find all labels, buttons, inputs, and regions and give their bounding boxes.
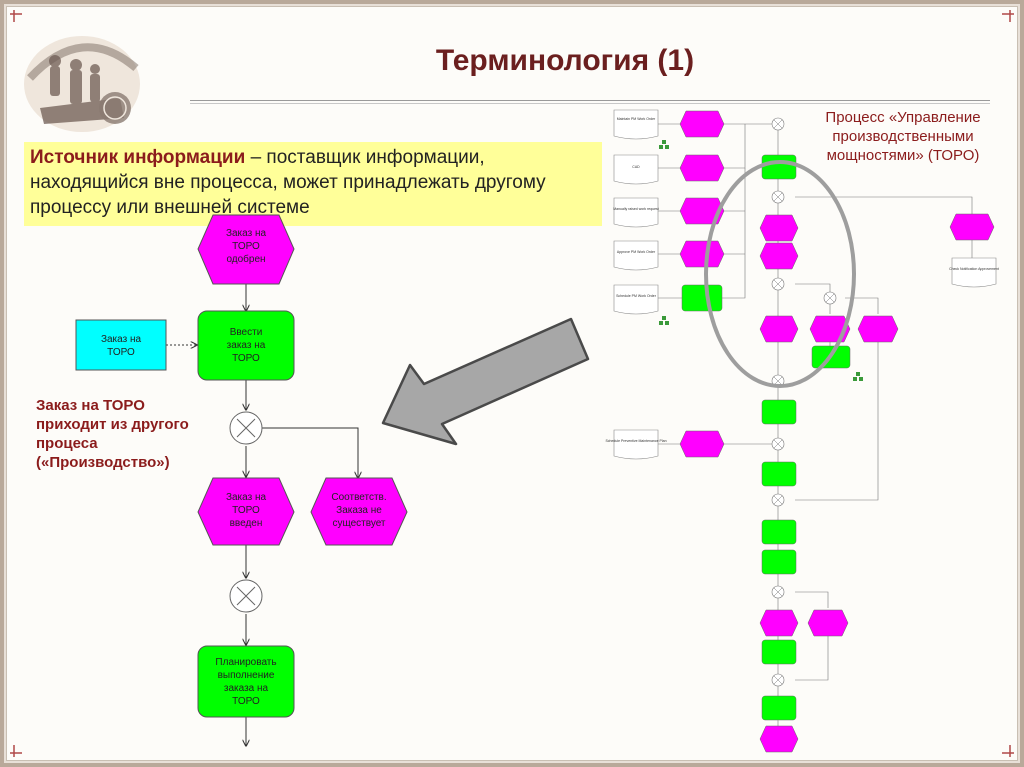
function-label-line: выполнение: [218, 670, 275, 681]
doc-label: Maintain PM Work Order: [617, 117, 656, 121]
doc-label: Check Notification Approvement: [949, 267, 999, 271]
function-label-line: заказа на: [224, 683, 269, 694]
event-label-line: Заказ на: [226, 492, 267, 503]
event-label-line: Заказ на: [226, 228, 267, 239]
definition-term: Источник информации: [30, 147, 246, 168]
function-plan-order: Планировать выполнение заказа на ТОРО: [197, 645, 295, 718]
event-label-line: Заказа не: [336, 505, 382, 516]
function-enter-order: Ввести заказ на ТОРО: [197, 310, 295, 381]
highlight-ellipse: [704, 160, 856, 388]
doc-label: Approve PM Work Order: [617, 250, 656, 254]
doc-label: CAD: [632, 165, 640, 169]
event-label-line: ТОРО: [232, 505, 260, 516]
event-label-line: существует: [332, 518, 385, 529]
event-label-line: ТОРО: [232, 241, 260, 252]
thumbnail-doc-labels: Maintain PM Work Order CAD Manually rais…: [605, 117, 998, 443]
source-label-line: Заказ на: [101, 334, 142, 345]
source-label-line: ТОРО: [107, 347, 135, 358]
doc-label: Schedule Preventive Maintenance Plan: [605, 439, 666, 443]
doc-label: Schedule PM Work Order: [616, 294, 657, 298]
slide-title: Терминология (1): [435, 44, 695, 77]
xor-connector: [229, 579, 263, 613]
function-label-line: Планировать: [215, 657, 276, 668]
function-label-line: Ввести: [230, 327, 263, 338]
side-note: Заказ на ТОРО приходит из другого процес…: [36, 397, 189, 471]
function-label-line: ТОРО: [232, 353, 260, 364]
xor-connector: [229, 411, 263, 445]
pointer-arrow: [381, 317, 590, 446]
company-logo: [24, 36, 140, 132]
event-label-line: Соответств.: [331, 492, 386, 503]
event-order-not-exists: Соответств. Заказа не существует: [310, 477, 408, 546]
event-order-approved: Заказ на ТОРО одобрен: [197, 214, 295, 285]
title-divider: [190, 100, 990, 101]
doc-label: Manually raised work request: [613, 207, 659, 211]
function-label-line: заказ на: [227, 340, 266, 351]
process-label: Процесс «Управление производственными мо…: [825, 109, 981, 164]
title-divider-shadow: [190, 103, 990, 104]
information-source-order: Заказ на ТОРО: [75, 319, 167, 371]
function-label-line: ТОРО: [232, 696, 260, 707]
definition-box: [24, 142, 602, 226]
event-order-entered: Заказ на ТОРО введен: [197, 477, 295, 546]
event-label-line: введен: [230, 518, 263, 529]
event-label-line: одобрен: [226, 253, 265, 265]
definition-text: Источник информации – поставщик информац…: [30, 145, 600, 220]
definition-body: – поставщик информации, находящийся вне …: [30, 147, 546, 218]
